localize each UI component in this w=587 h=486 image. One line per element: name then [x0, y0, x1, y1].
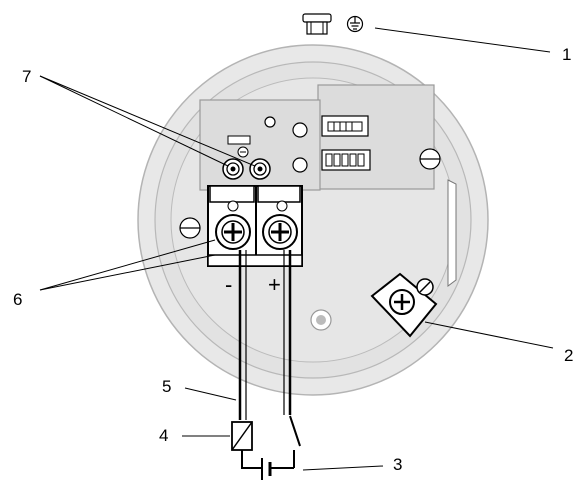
callout-2: 2 [564, 346, 573, 365]
cable-gland [302, 13, 332, 35]
housing-strip [447, 179, 457, 287]
ground-clamp [370, 272, 438, 338]
terminal-block [207, 185, 303, 267]
callout-3: 3 [393, 455, 402, 474]
callout-1: 1 [562, 45, 571, 64]
terminal-minus-label: - [225, 272, 232, 297]
protective-earth-icon [346, 15, 364, 33]
callout-7: 7 [22, 67, 31, 86]
field-wiring [231, 250, 301, 480]
housing-screw-left [179, 217, 201, 239]
load-box-icon [231, 421, 253, 451]
callout-4: 4 [159, 426, 168, 445]
terminal-screw-minus [215, 214, 251, 250]
housing-screw-right [419, 148, 441, 170]
test-sockets [222, 158, 271, 180]
switch-symbol-icon [289, 415, 301, 468]
leader-lines [39, 27, 554, 471]
callout-labels: 1 2 3 4 5 6 7 [13, 45, 573, 474]
callout-5: 5 [162, 377, 171, 396]
terminal-screw-plus [262, 214, 298, 250]
internal-earth-icon [310, 309, 332, 331]
terminal-plus-label: + [268, 272, 281, 297]
callout-6: 6 [13, 290, 22, 309]
battery-symbol-icon [258, 458, 276, 480]
